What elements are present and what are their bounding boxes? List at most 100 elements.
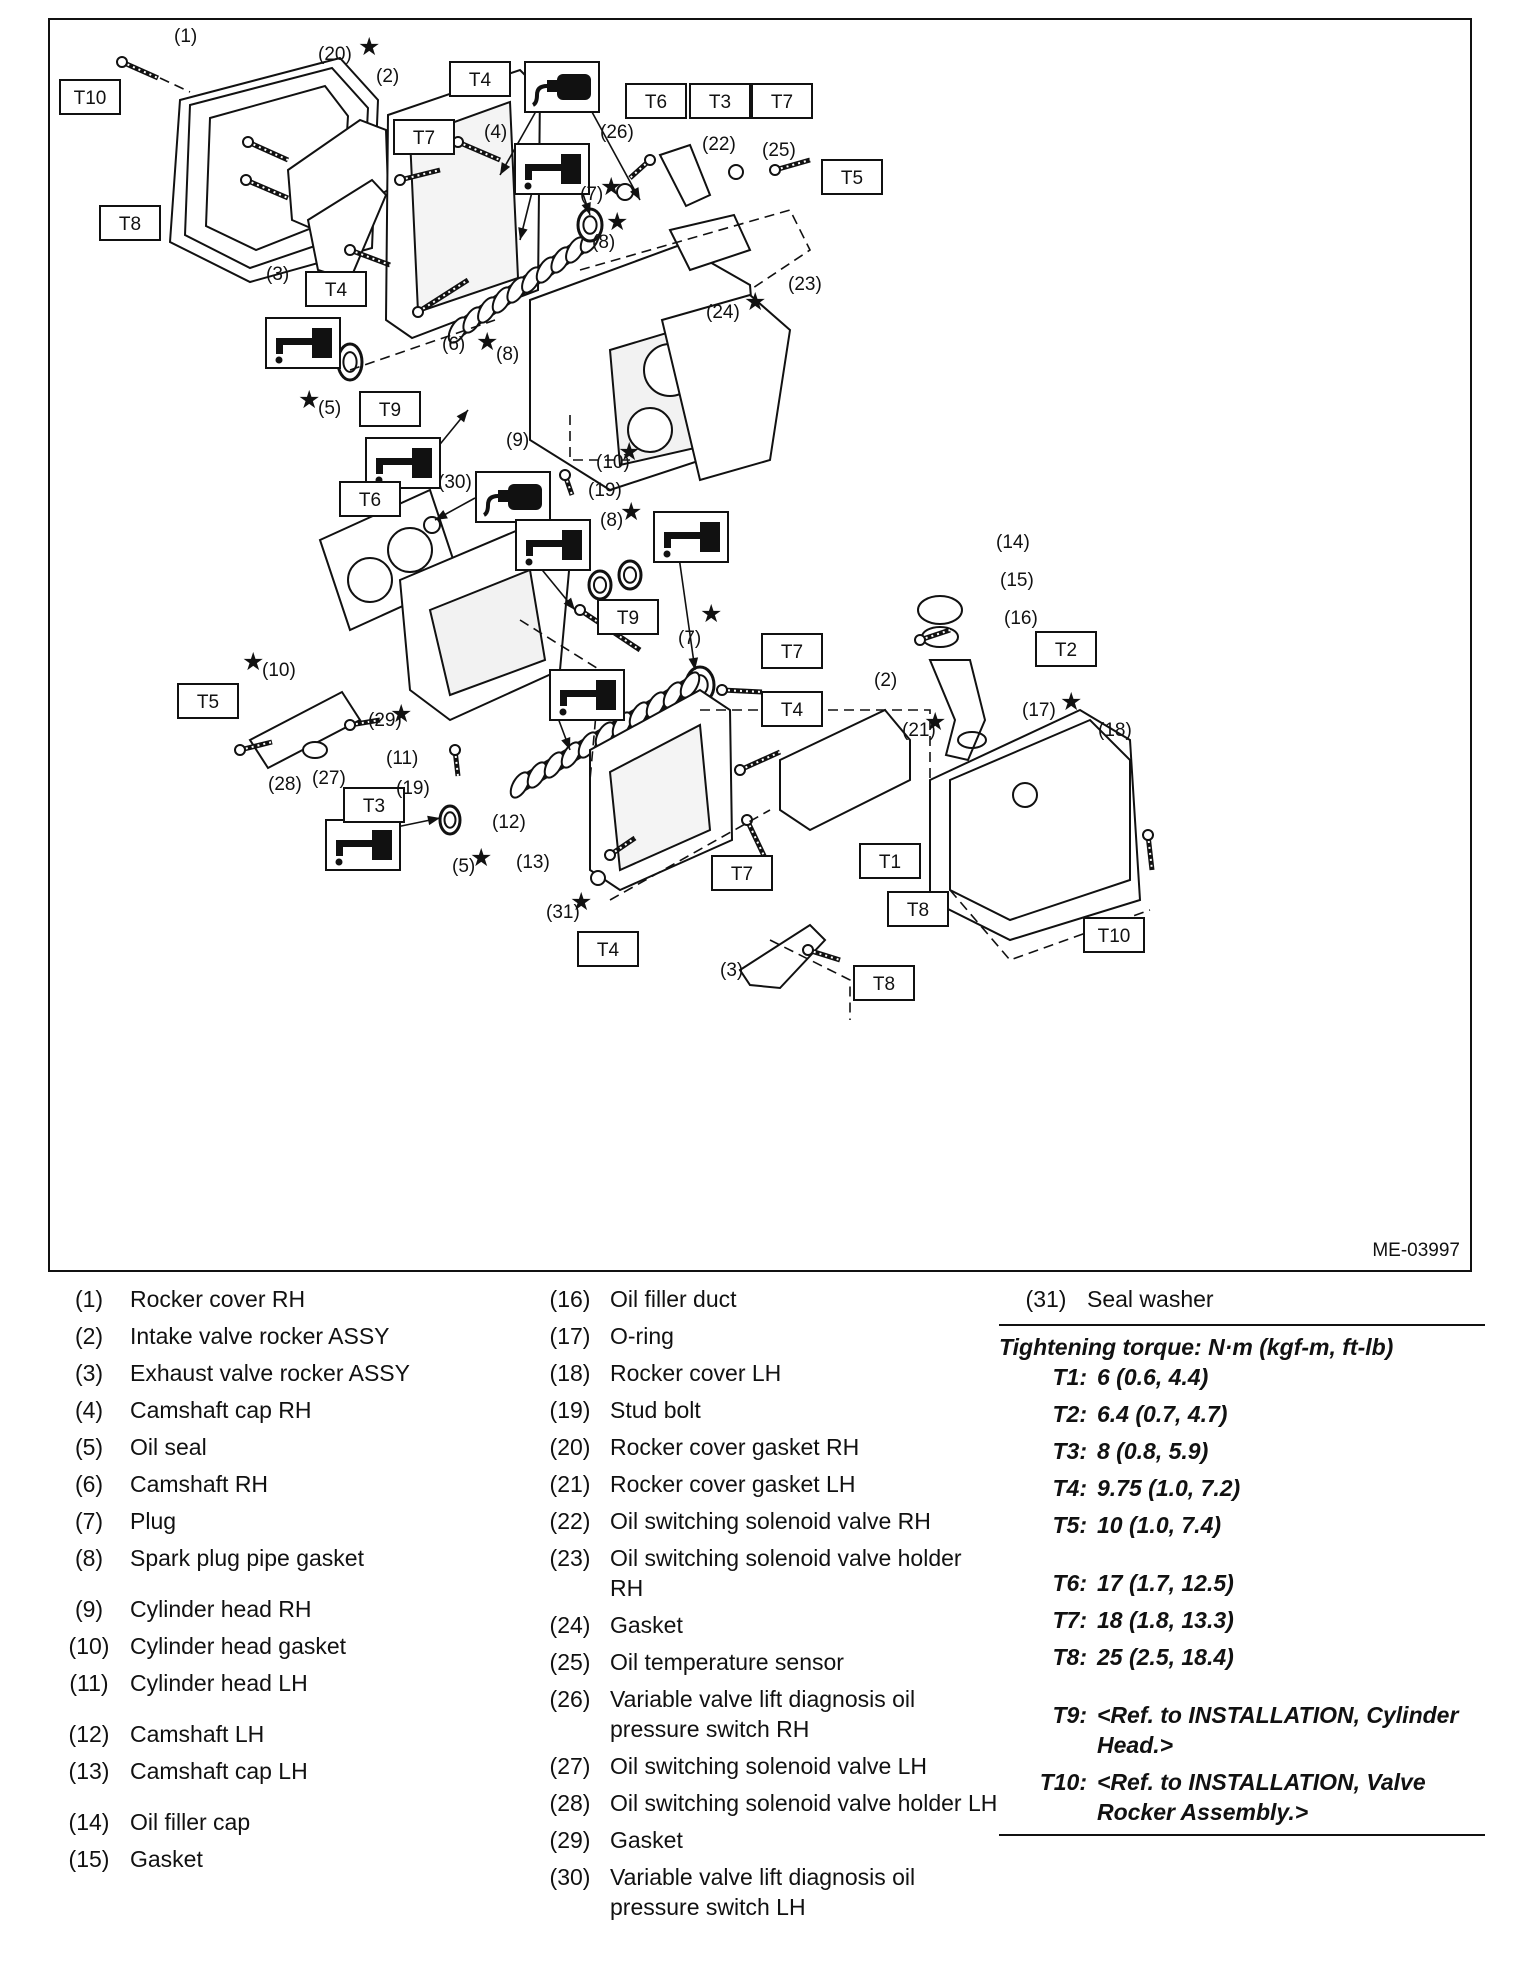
torque-tag-label: T4	[469, 70, 492, 91]
legend-item-number: (9)	[74, 1596, 104, 1622]
torque-tag-t9: T9	[597, 599, 659, 635]
bolt-head	[769, 164, 781, 176]
legend-item: (21)Rocker cover gasket LH	[530, 1469, 1000, 1499]
cam-lobe	[543, 751, 565, 779]
legend-item-text: Variable valve lift diagnosis oil pressu…	[610, 1686, 916, 1742]
torque-tag-label: T3	[709, 92, 731, 113]
torque-value: 6 (0.6, 4.4)	[1097, 1364, 1209, 1390]
legend-item: (5)Oil seal	[48, 1432, 518, 1462]
torque-tag-box	[625, 83, 687, 119]
torque-tag-box	[751, 83, 813, 119]
torque-tag-t9: T9	[359, 391, 421, 427]
torque-tag-label: T9	[379, 400, 401, 421]
callout-label: (30)	[438, 472, 472, 493]
torque-row: T9:<Ref. to INSTALLATION, Cylinder Head.…	[1005, 1700, 1485, 1760]
torque-tag-t5: T5	[177, 683, 239, 719]
bolt-head	[412, 306, 424, 318]
torque-tag-t8: T8	[853, 965, 915, 1001]
legend-item: (14)Oil filler cap	[48, 1807, 518, 1837]
callout-label: (8)	[600, 510, 623, 531]
legend-item-text: Intake valve rocker ASSY	[130, 1323, 390, 1349]
legend-item-number: (8)	[74, 1545, 104, 1571]
callout-label: (11)	[386, 748, 418, 769]
bolt-head	[604, 849, 616, 861]
camshaft-cap-lh-inner	[608, 723, 712, 872]
oil-can-body	[562, 530, 582, 560]
legend-item-number: (24)	[549, 1612, 591, 1638]
torque-row: T8:25 (2.5, 18.4)	[1005, 1642, 1485, 1672]
torque-row: T4:9.75 (1.0, 7.2)	[1005, 1473, 1485, 1503]
callout-label: (7)	[580, 184, 603, 205]
callout-label: (19)	[396, 778, 430, 799]
callout-label: (13)	[516, 852, 550, 873]
arrow-head	[435, 509, 448, 520]
torque-tag-t8: T8	[99, 205, 161, 241]
legend-item-text: Variable valve lift diagnosis oil pressu…	[610, 1864, 916, 1920]
torque-row: T6:17 (1.7, 12.5)	[1005, 1568, 1485, 1598]
oil-can-body	[700, 522, 720, 552]
legend-item: (1)Rocker cover RH	[48, 1284, 518, 1314]
callout-label: (23)	[788, 274, 822, 295]
legend-item: (3)Exhaust valve rocker ASSY	[48, 1358, 518, 1388]
legend-item: (29)Gasket	[530, 1825, 1000, 1855]
oil-drop	[559, 708, 567, 716]
torque-tag-label: T4	[597, 940, 620, 961]
torque-tag-box	[859, 843, 921, 879]
seal-ring-inner	[443, 811, 457, 829]
callout-label: (3)	[720, 960, 743, 981]
dashed-guide-line	[769, 939, 851, 1020]
callout-label: (8)	[592, 232, 615, 253]
star-icon: ★	[700, 599, 722, 628]
legend-item-text: Gasket	[610, 1612, 683, 1638]
legend-item: (20)Rocker cover gasket RH	[530, 1432, 1000, 1462]
legend-item: (18)Rocker cover LH	[530, 1358, 1000, 1388]
bolt-thread	[349, 719, 381, 726]
callout-label: (17)	[1022, 700, 1056, 721]
grease-tube	[508, 484, 542, 510]
torque-tag-label: T7	[781, 642, 803, 663]
oil-can-spout	[380, 458, 412, 465]
star-icon: ★	[470, 843, 492, 872]
cylinder-head-lh-face	[428, 568, 547, 697]
torque-tag-box	[577, 931, 639, 967]
bolt-thread	[721, 689, 763, 693]
rocker-cover-gasket-rh	[168, 56, 380, 284]
arrow-head	[563, 597, 575, 610]
oil-can-body	[372, 830, 392, 860]
star-icon: ★	[744, 287, 766, 316]
torque-gap	[1005, 1679, 1485, 1700]
callout-label: (5)	[452, 856, 475, 877]
grease-icon	[524, 61, 600, 113]
oil-drop	[663, 550, 671, 558]
callout-label: (5)	[318, 398, 341, 419]
callout-label: (18)	[1098, 720, 1132, 741]
star-icon: ★	[606, 207, 628, 236]
torque-tag-label: T8	[907, 900, 929, 921]
callout-label: (14)	[996, 532, 1030, 553]
torque-row: T1:6 (0.6, 4.4)	[1005, 1362, 1485, 1392]
legend-item-number: (15)	[68, 1846, 110, 1872]
callout-label: (3)	[266, 264, 289, 285]
legend-item-text: Rocker cover gasket LH	[610, 1471, 856, 1497]
legend-item: (24) Gasket	[530, 1610, 1000, 1640]
torque-tag-box	[1083, 917, 1145, 953]
callout-label: (4)	[484, 122, 507, 143]
callout-label: (29)	[368, 710, 402, 731]
cam-lobe	[679, 671, 701, 699]
legend-item-text: Plug	[130, 1508, 177, 1534]
torque-tag-label: T8	[873, 974, 895, 995]
torque-tag-box	[761, 633, 823, 669]
legend-column-3: (31)Seal washer Tightening torque: N·m (…	[999, 1284, 1485, 1836]
arrow-head	[456, 410, 468, 423]
bolt-head	[116, 56, 128, 68]
legend-item-text: Cylinder head LH	[130, 1670, 308, 1696]
oil-can-icon	[265, 317, 341, 369]
oil-drop	[335, 858, 343, 866]
star-icon: ★	[476, 327, 498, 356]
o-ring	[957, 731, 987, 749]
legend-item-text: Oil switching solenoid valve holder LH	[610, 1790, 998, 1816]
figure-id: ME-03997	[1372, 1240, 1460, 1261]
torque-tag-t7: T7	[711, 855, 773, 891]
bolt-head	[574, 604, 586, 616]
torque-tag-t7: T7	[751, 83, 813, 119]
